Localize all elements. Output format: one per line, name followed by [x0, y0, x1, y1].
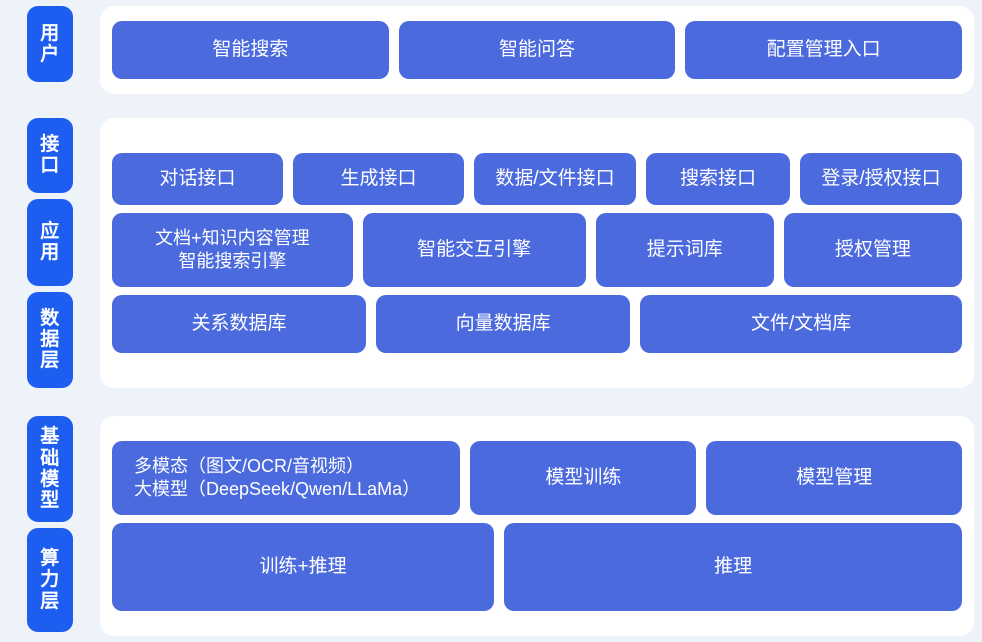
section-base: 基础模型 算力层 多模态（图文/OCR/音视频） 大模型（DeepSeek/Qw…: [0, 410, 982, 642]
rail-tab-user-label: 用户: [40, 22, 60, 65]
box-smart-interaction-engine[interactable]: 智能交互引擎: [362, 213, 586, 287]
rail-tab-interface-label: 接口: [40, 133, 60, 177]
rail-tab-foundation-model[interactable]: 基础模型: [27, 416, 73, 522]
panel-base: 多模态（图文/OCR/音视频） 大模型（DeepSeek/Qwen/LLaMa）…: [100, 416, 974, 636]
rail-tab-compute-layer-label: 算力层: [40, 547, 60, 612]
row-foundation-model: 多模态（图文/OCR/音视频） 大模型（DeepSeek/Qwen/LLaMa）…: [112, 441, 962, 515]
box-inference[interactable]: 推理: [504, 523, 962, 611]
box-authorization-management[interactable]: 授权管理: [783, 213, 962, 287]
rail-tab-compute-layer[interactable]: 算力层: [27, 528, 73, 632]
box-training-plus-inference[interactable]: 训练+推理: [112, 523, 495, 611]
box-multimodal-large-model[interactable]: 多模态（图文/OCR/音视频） 大模型（DeepSeek/Qwen/LLaMa）: [112, 441, 461, 515]
box-model-management[interactable]: 模型管理: [706, 441, 962, 515]
row-compute-layer: 训练+推理 推理: [112, 523, 962, 611]
row-interface: 对话接口 生成接口 数据/文件接口 搜索接口 登录/授权接口: [112, 153, 962, 205]
rail-tab-application-label: 应用: [40, 220, 60, 264]
rail-tab-interface[interactable]: 接口: [27, 118, 73, 193]
panel-middle: 对话接口 生成接口 数据/文件接口 搜索接口 登录/授权接口 文档+知识内容管理…: [100, 118, 974, 388]
box-config-management-entry[interactable]: 配置管理入口: [685, 21, 963, 79]
rail-tab-user[interactable]: 用户: [27, 6, 73, 82]
section-middle: 接口 应用 数据层 对话接口 生成接口 数据/文件接口 搜索接口 登录/授权接口…: [0, 112, 982, 394]
box-doc-knowledge-management[interactable]: 文档+知识内容管理 智能搜索引擎: [112, 213, 353, 287]
rail-tab-data-layer-label: 数据层: [40, 307, 60, 372]
box-dialog-interface[interactable]: 对话接口: [112, 153, 283, 205]
rail-middle: 接口 应用 数据层: [0, 112, 100, 394]
rail-tab-foundation-model-label: 基础模型: [40, 426, 60, 512]
row-application: 文档+知识内容管理 智能搜索引擎 智能交互引擎 提示词库 授权管理: [112, 213, 962, 287]
rail-user: 用户: [0, 0, 100, 100]
box-model-training[interactable]: 模型训练: [470, 441, 697, 515]
row-user: 智能搜索 智能问答 配置管理入口: [112, 21, 963, 79]
box-smart-search[interactable]: 智能搜索: [112, 21, 389, 79]
rail-base: 基础模型 算力层: [0, 410, 100, 642]
box-file-document-store[interactable]: 文件/文档库: [640, 295, 963, 353]
box-data-file-interface[interactable]: 数据/文件接口: [474, 153, 636, 205]
section-user: 用户 智能搜索 智能问答 配置管理入口: [0, 0, 982, 100]
row-data-layer: 关系数据库 向量数据库 文件/文档库: [112, 295, 963, 353]
panel-user: 智能搜索 智能问答 配置管理入口: [100, 6, 974, 94]
rail-tab-data-layer[interactable]: 数据层: [27, 291, 73, 388]
box-search-interface[interactable]: 搜索接口: [646, 153, 790, 205]
box-vector-database[interactable]: 向量数据库: [376, 295, 631, 353]
box-login-auth-interface[interactable]: 登录/授权接口: [800, 153, 962, 205]
box-prompt-library[interactable]: 提示词库: [595, 213, 774, 287]
box-generation-interface[interactable]: 生成接口: [293, 153, 464, 205]
box-relational-database[interactable]: 关系数据库: [112, 295, 367, 353]
box-smart-qa[interactable]: 智能问答: [398, 21, 676, 79]
rail-tab-application[interactable]: 应用: [27, 198, 73, 286]
